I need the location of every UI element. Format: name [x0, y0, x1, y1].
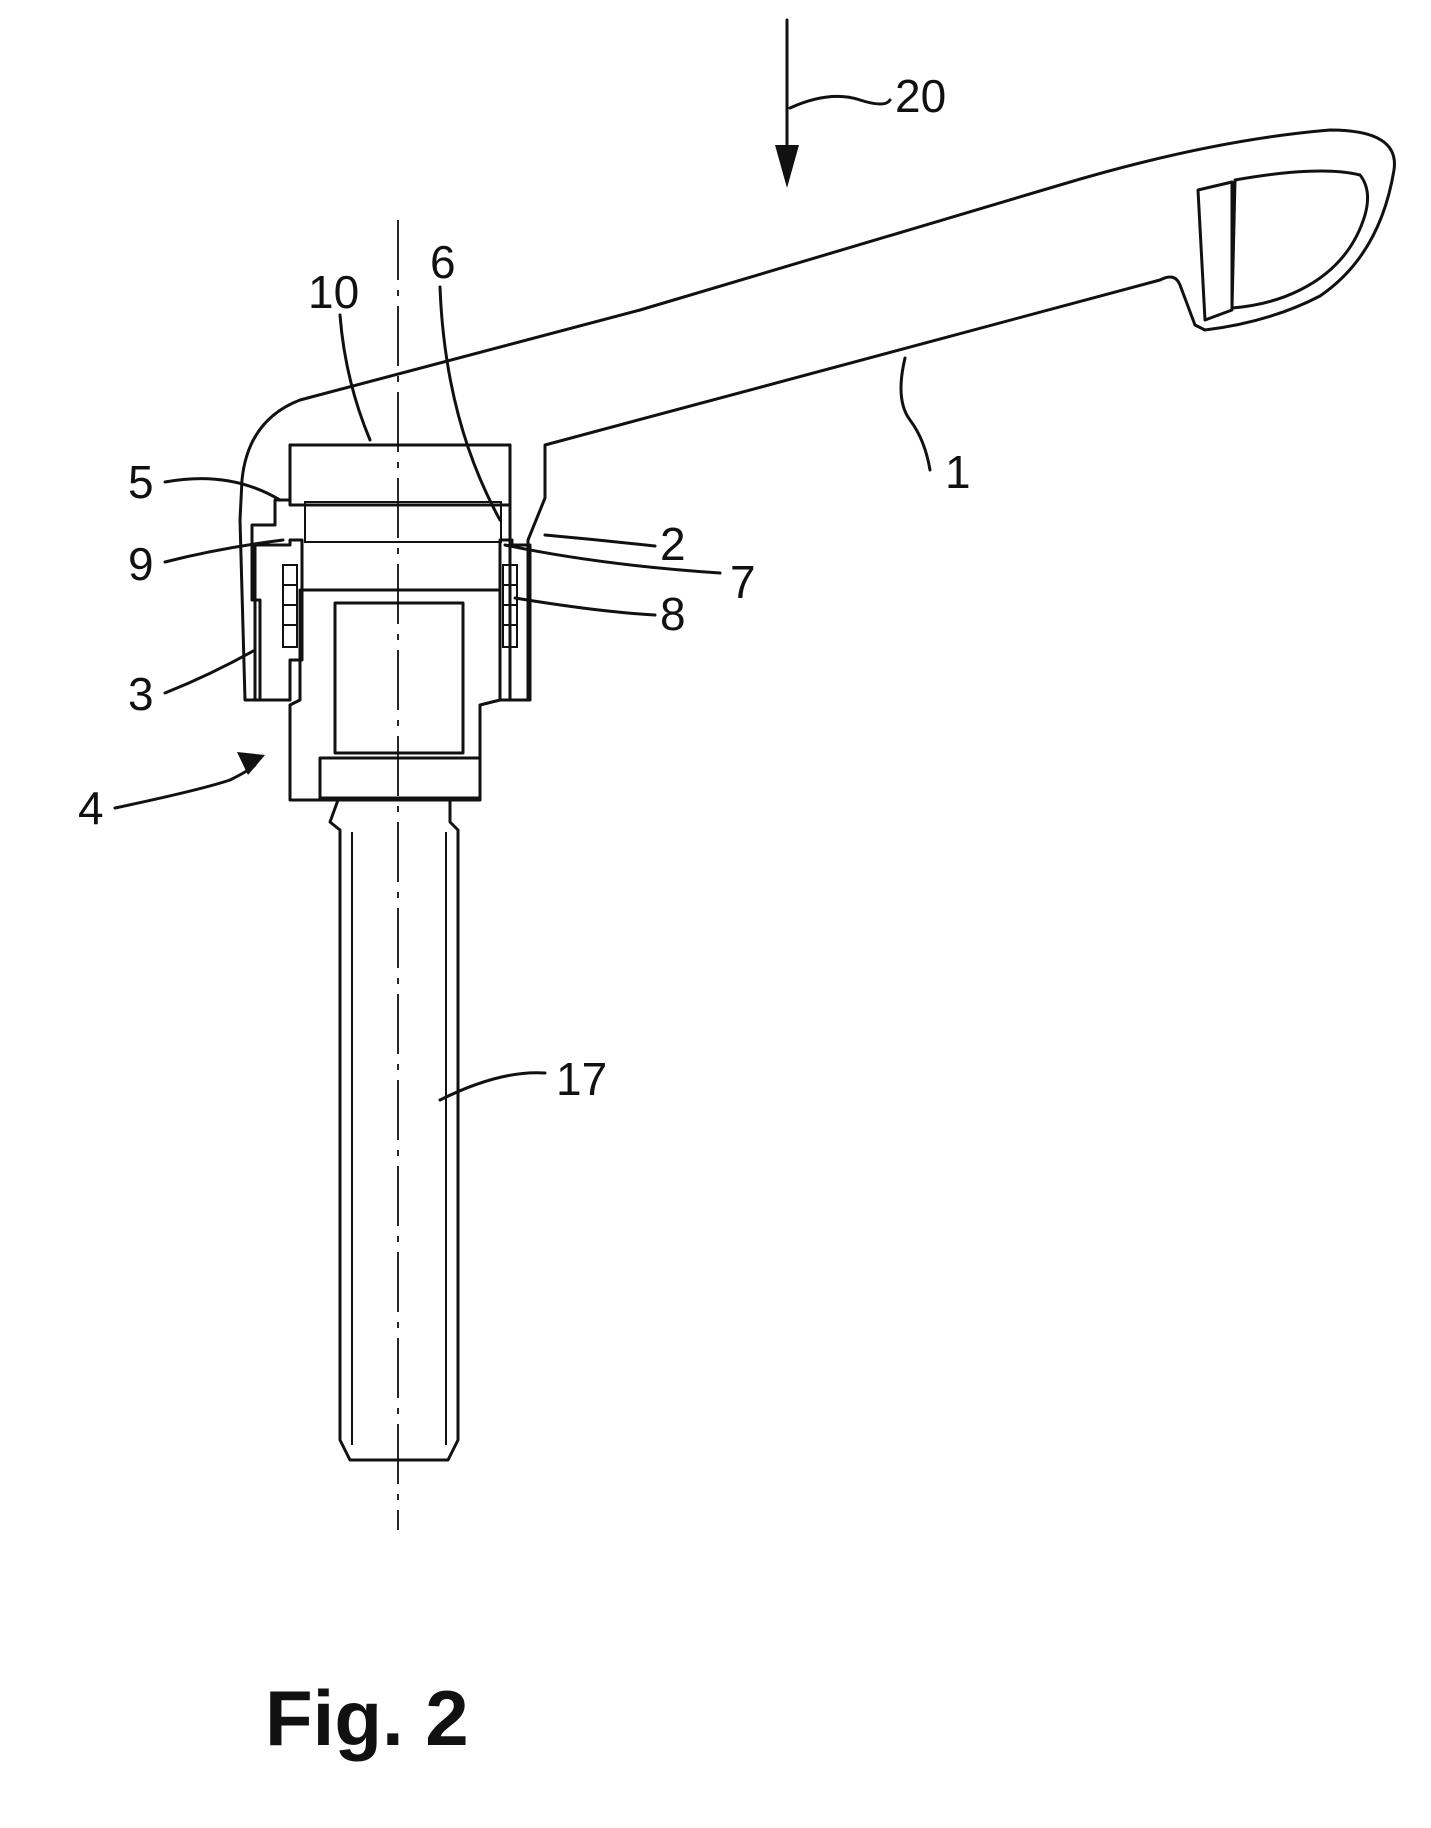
label-20: 20	[895, 70, 946, 122]
label-5: 5	[128, 456, 154, 508]
label-8: 8	[660, 588, 686, 640]
connecting-body	[288, 588, 502, 802]
label-6: 6	[430, 236, 456, 288]
leader-lines	[113, 285, 932, 1102]
lever-handle	[238, 128, 1396, 702]
label-1: 1	[945, 446, 971, 498]
label-17: 17	[556, 1053, 607, 1105]
label-9: 9	[128, 538, 154, 590]
head-chamber	[288, 443, 512, 543]
figure-caption: Fig. 2	[265, 1674, 469, 1762]
force-arrow	[775, 18, 892, 188]
label-4: 4	[78, 782, 104, 834]
label-2: 2	[660, 518, 686, 570]
label-10: 10	[308, 266, 359, 318]
reference-numerals: 1 2 3 4 5 6 7 8 9 10 17 20	[78, 70, 971, 1105]
label-7: 7	[730, 556, 756, 608]
label-3: 3	[128, 668, 154, 720]
spring-rings	[282, 564, 518, 648]
threaded-pin	[328, 798, 460, 1462]
